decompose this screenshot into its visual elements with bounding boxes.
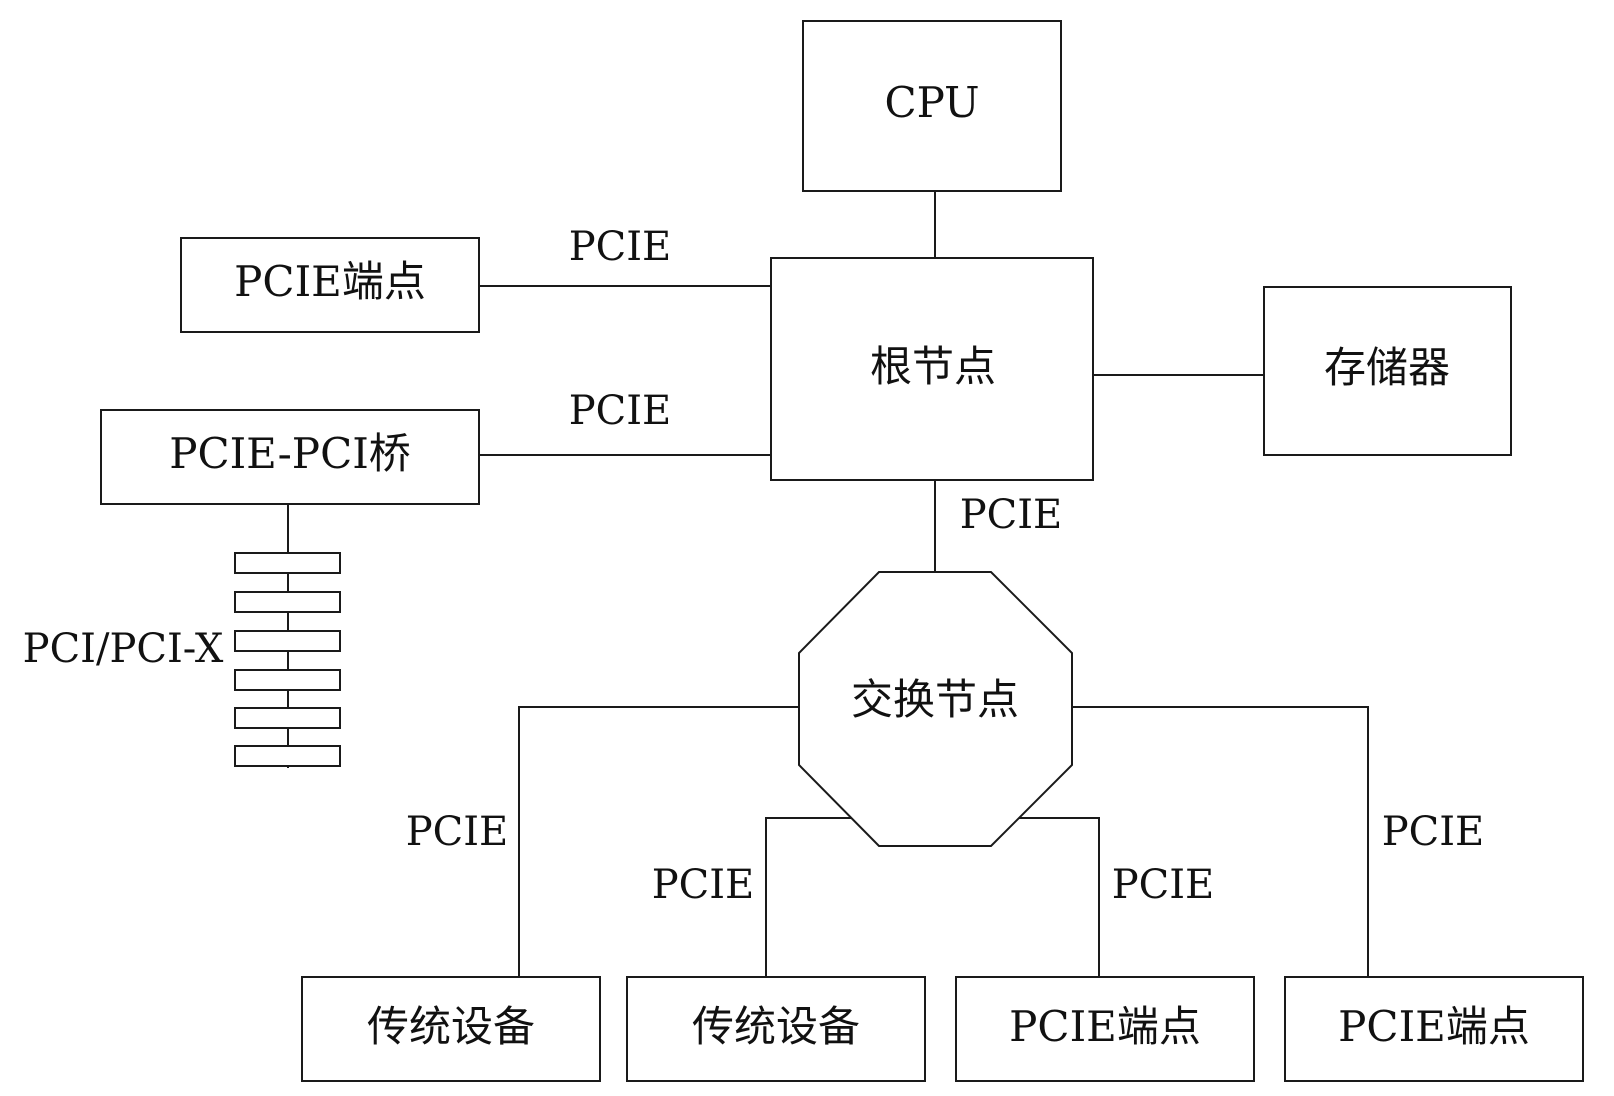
switch-node: 交换节点	[798, 571, 1073, 847]
edge-label-bridge-root: PCIE	[569, 388, 672, 434]
switch-label: 交换节点	[851, 675, 1019, 724]
memory-label: 存储器	[1324, 343, 1450, 392]
root-label: 根节点	[870, 342, 996, 391]
legacy-device-1-node: 传统设备	[301, 976, 601, 1082]
switch-legacy-1-link	[518, 706, 799, 977]
root-node: 根节点	[770, 257, 1094, 481]
pci-bus-slots	[234, 552, 341, 767]
bus-slot	[234, 630, 341, 652]
switch-endpoint-1-link	[1019, 817, 1100, 977]
pcie-endpoint-top-label: PCIE端点	[234, 257, 426, 306]
pci-bus-label: PCI/PCI-X	[23, 626, 224, 672]
edge-label-switch-legacy-2: PCIE	[652, 862, 755, 908]
edge-label-switch-legacy-1: PCIE	[406, 809, 509, 855]
edge-label-switch-endpoint-1: PCIE	[1112, 862, 1215, 908]
pcie-endpoint-top-node: PCIE端点	[180, 237, 480, 333]
pcie-endpoint-bottom-1-node: PCIE端点	[955, 976, 1255, 1082]
legacy-device-2-label: 传统设备	[692, 1002, 860, 1051]
cpu-label: CPU	[884, 78, 979, 127]
bus-slot	[234, 745, 341, 767]
pcie-endpoint-bottom-1-label: PCIE端点	[1009, 1002, 1201, 1051]
edge-label-endpoint-root: PCIE	[569, 224, 672, 270]
legacy-device-2-node: 传统设备	[626, 976, 926, 1082]
switch-endpoint-2-link	[1072, 706, 1369, 977]
switch-legacy-2-link	[765, 817, 851, 977]
bus-slot	[234, 707, 341, 729]
bridge-label: PCIE-PCI桥	[169, 429, 411, 478]
edge-label-switch-endpoint-2: PCIE	[1382, 809, 1485, 855]
bus-slot	[234, 552, 341, 574]
edge-label-root-switch: PCIE	[960, 492, 1063, 538]
legacy-device-1-label: 传统设备	[367, 1002, 535, 1051]
edge-labels: PCIE PCIE PCIE PCIE PCIE PCIE PCIE	[406, 224, 1485, 908]
bus-slot	[234, 591, 341, 613]
bridge-node: PCIE-PCI桥	[100, 409, 480, 505]
pcie-endpoint-bottom-2-label: PCIE端点	[1338, 1002, 1530, 1051]
bus-slot	[234, 669, 341, 691]
memory-node: 存储器	[1263, 286, 1512, 456]
cpu-node: CPU	[802, 20, 1062, 192]
pcie-endpoint-bottom-2-node: PCIE端点	[1284, 976, 1584, 1082]
